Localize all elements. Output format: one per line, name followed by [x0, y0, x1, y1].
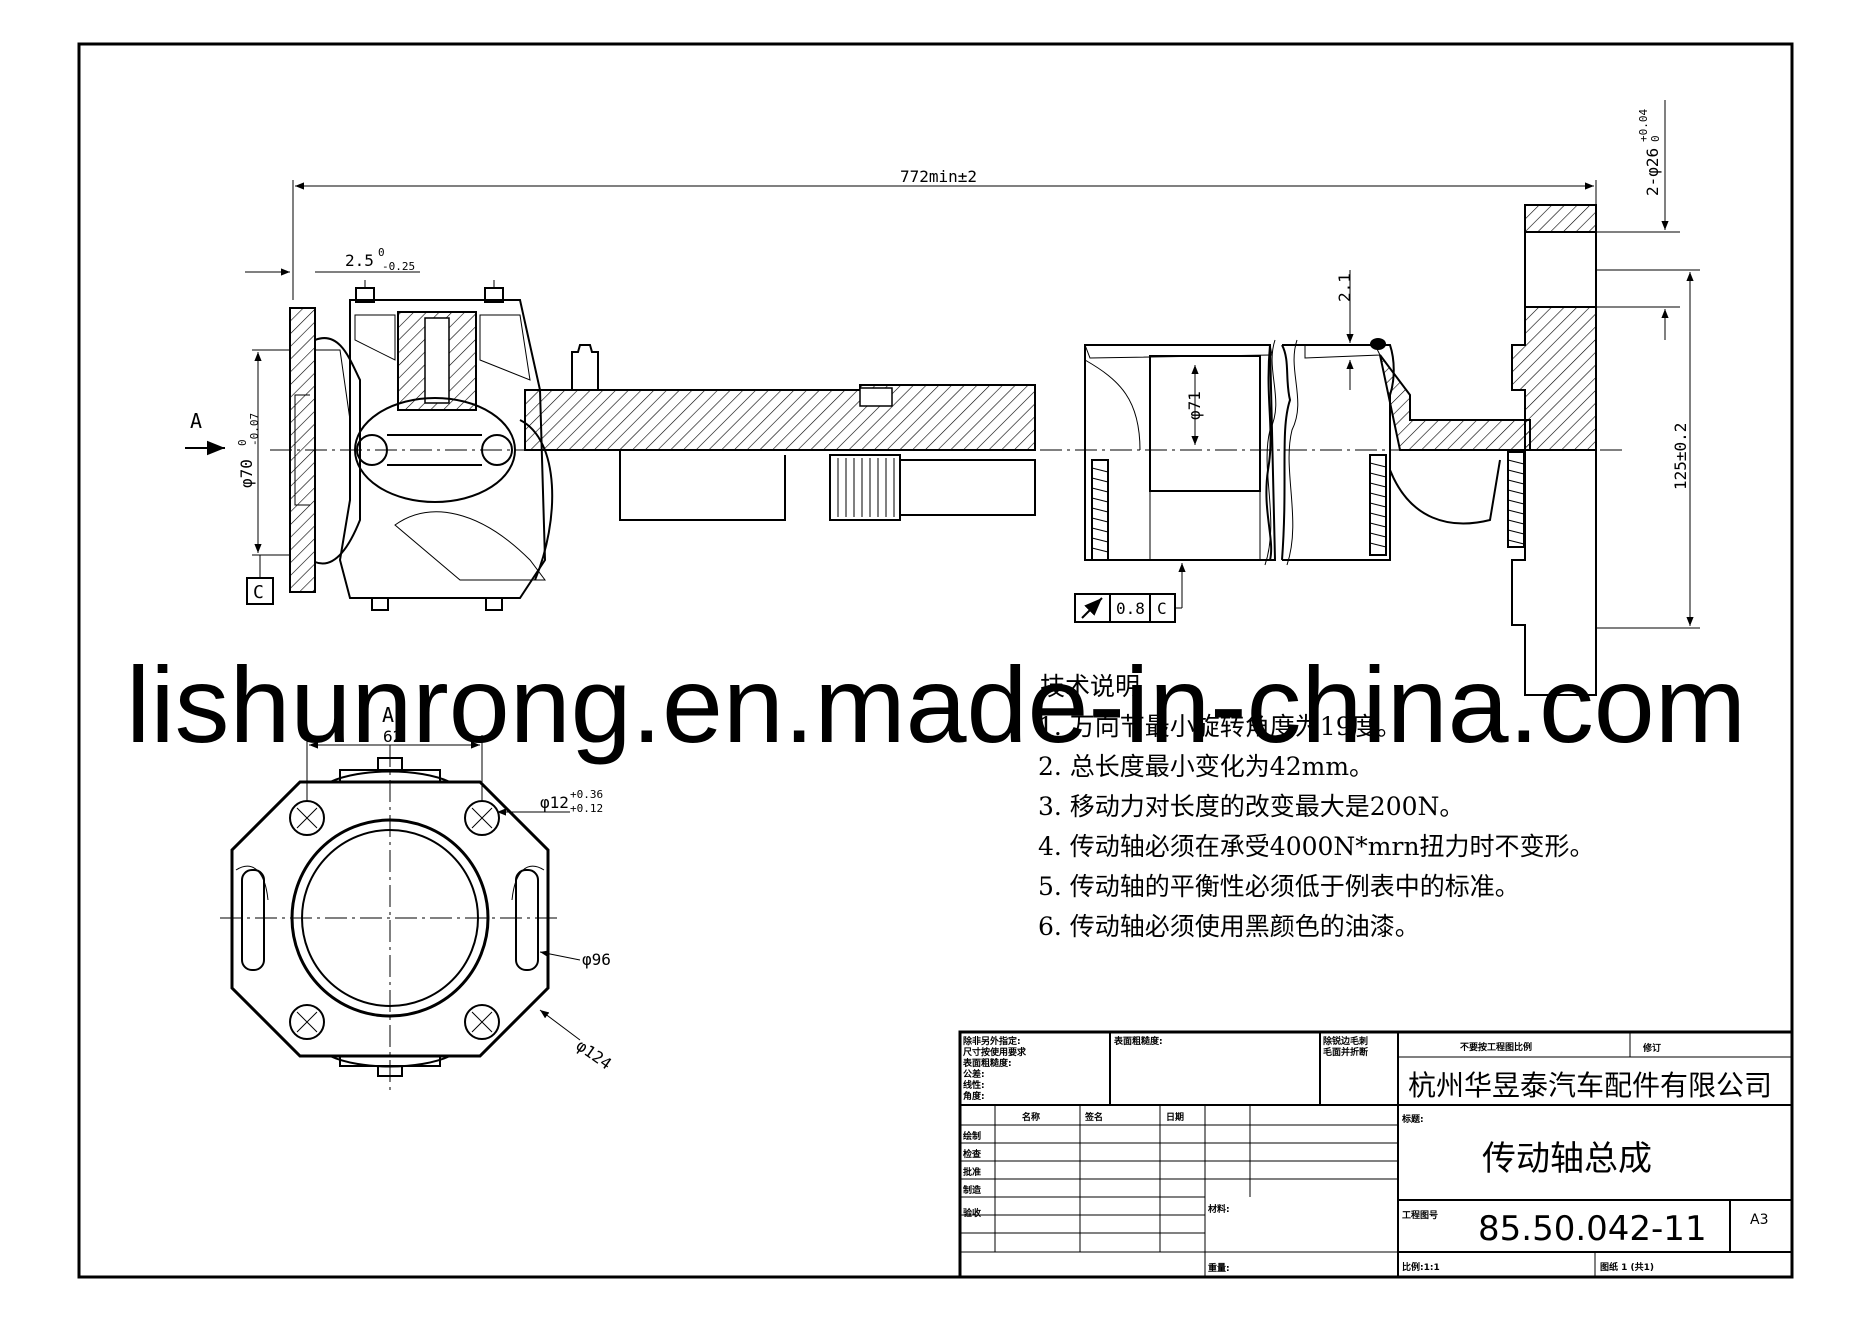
- sheet-size: A3: [1750, 1212, 1768, 1228]
- drawing-no-label: 工程图号: [1402, 1209, 1438, 1221]
- drawing-title: 传动轴总成: [1482, 1139, 1652, 1179]
- weld-bead-yoke: [1507, 451, 1525, 548]
- pilot-dia-tol-upper: 0: [236, 439, 249, 446]
- bolt-hole: [289, 800, 325, 836]
- left-flange: [289, 307, 316, 593]
- outer-dia-dim: φ124: [573, 1036, 615, 1074]
- row-label: 制造: [963, 1184, 982, 1196]
- bolt-hole: [464, 1004, 500, 1040]
- spline-teeth: [837, 458, 895, 517]
- pilot-dia-dim: φ70: [237, 459, 256, 488]
- deburr-note: 毛面并折断: [1323, 1046, 1368, 1058]
- flange-step-tol-upper: 0: [378, 246, 385, 259]
- deburr-note: 除锐边毛刺: [1323, 1035, 1368, 1047]
- tube-left: [1084, 344, 1277, 561]
- tolerance-line: 表面粗糙度:: [962, 1057, 1012, 1069]
- tolerance-line: 线性:: [963, 1079, 985, 1091]
- holes-tol-lower: 0: [1649, 135, 1662, 142]
- weld-bead-left: [1091, 459, 1109, 561]
- row-label: 检查: [963, 1148, 982, 1160]
- holes-dim: 2-φ26: [1643, 148, 1662, 196]
- note-item: 5. 传动轴的平衡性必须低于例表中的标准。: [1038, 872, 1520, 901]
- col-sign-header: 签名: [1084, 1111, 1103, 1123]
- grease-nipple: [571, 344, 599, 390]
- notes-title: 技术说明: [1040, 672, 1140, 701]
- datum-c-label: C: [253, 582, 264, 603]
- holes-tol-upper: +0.04: [1637, 109, 1650, 142]
- bolt-hole-tol-lower: +0.12: [570, 802, 603, 815]
- overall-length-dim: 772min±2: [900, 167, 977, 186]
- bolt-hole-tol-upper: +0.36: [570, 788, 603, 801]
- bolt-hole: [464, 800, 500, 836]
- yoke-housing: [338, 299, 547, 599]
- revision-label: 修订: [1642, 1042, 1661, 1054]
- end-view-bore-outer: [290, 818, 490, 1018]
- section-view-label: A: [382, 703, 394, 727]
- watermark: lishunrong.en.made-in-china.com: [126, 644, 1746, 765]
- scale-label: 比例:1:1: [1402, 1261, 1440, 1273]
- flange-step-dim: 2.5: [345, 251, 374, 270]
- note-item: 6. 传动轴必须使用黑颜色的油漆。: [1038, 912, 1420, 941]
- tolerance-line: 尺寸按使用要求: [963, 1046, 1027, 1058]
- title-block: 除非另外指定: 尺寸按使用要求 表面粗糙度: 公差: 线性: 角度: 表面粗糙度…: [958, 1030, 1794, 1279]
- flange-step-tol-lower: -0.25: [382, 260, 415, 273]
- tube-right: [1282, 344, 1395, 561]
- end-view-bore-inner: [301, 829, 479, 1007]
- yoke-span-dim: 125±0.2: [1671, 423, 1690, 490]
- col-name-header: 名称: [1022, 1111, 1040, 1123]
- drawing-number: 85.50.042-11: [1478, 1209, 1707, 1249]
- material-label: 材料:: [1207, 1203, 1230, 1215]
- tolerance-line: 角度:: [963, 1090, 985, 1102]
- weight-label: 重量:: [1208, 1262, 1230, 1274]
- weld-bead-right: [1369, 454, 1387, 556]
- pilot-dia-tol-lower: -0.07: [248, 413, 261, 446]
- surface-finish-label: 表面粗糙度:: [1113, 1035, 1163, 1047]
- sheet-label: 图纸 1 (共1): [1600, 1261, 1654, 1273]
- title-label: 标题:: [1401, 1113, 1424, 1125]
- inner-dia-dim: φ96: [582, 950, 611, 969]
- bolt-hole-dim: φ12: [540, 793, 569, 812]
- runout-datum: C: [1157, 599, 1167, 618]
- end-view-outline: [230, 780, 550, 1058]
- no-scale-note: 不要按工程图比例: [1460, 1041, 1532, 1053]
- row-label: 绘制: [963, 1130, 981, 1142]
- tolerance-line: 公差:: [963, 1068, 985, 1080]
- note-item: 2. 总长度最小变化为42mm。: [1038, 752, 1374, 781]
- technical-notes: 技术说明 1. 万向节最小旋转角度为19度。 2. 总长度最小变化为42mm。 …: [1038, 672, 1595, 941]
- runout-tolerance-frame: 0.8 C: [1074, 563, 1186, 623]
- row-label: 验收: [963, 1207, 981, 1219]
- tube-dia-dim: φ71: [1185, 391, 1204, 420]
- end-view-a: A 62 φ12 +0.36 +0.12 φ96 φ124: [220, 703, 615, 1090]
- note-item: 4. 传动轴必须在承受4000N*mrn扭力时不变形。: [1038, 832, 1595, 861]
- tube-wall-dim: 2.1: [1335, 273, 1354, 302]
- row-label: 批准: [963, 1166, 981, 1178]
- drawing-border: [77, 42, 1794, 1279]
- spider: [354, 397, 516, 503]
- col-date-header: 日期: [1166, 1111, 1184, 1123]
- note-item: 3. 移动力对长度的改变最大是200N。: [1038, 792, 1464, 821]
- side-view: 772min±2 2.5 0 -0.25 φ70 0 -0.07 A C φ71…: [185, 100, 1700, 696]
- runout-value: 0.8: [1116, 599, 1145, 618]
- slip-shaft: [524, 384, 1036, 451]
- flange-width-dim: 62: [383, 727, 402, 746]
- view-a-label: A: [190, 409, 202, 433]
- tolerance-line: 除非另外指定:: [963, 1035, 1021, 1047]
- note-item: 1. 万向节最小旋转角度为19度。: [1038, 712, 1402, 741]
- bolt-hole: [289, 1004, 325, 1040]
- company-name: 杭州华昱泰汽车配件有限公司: [1408, 1069, 1772, 1102]
